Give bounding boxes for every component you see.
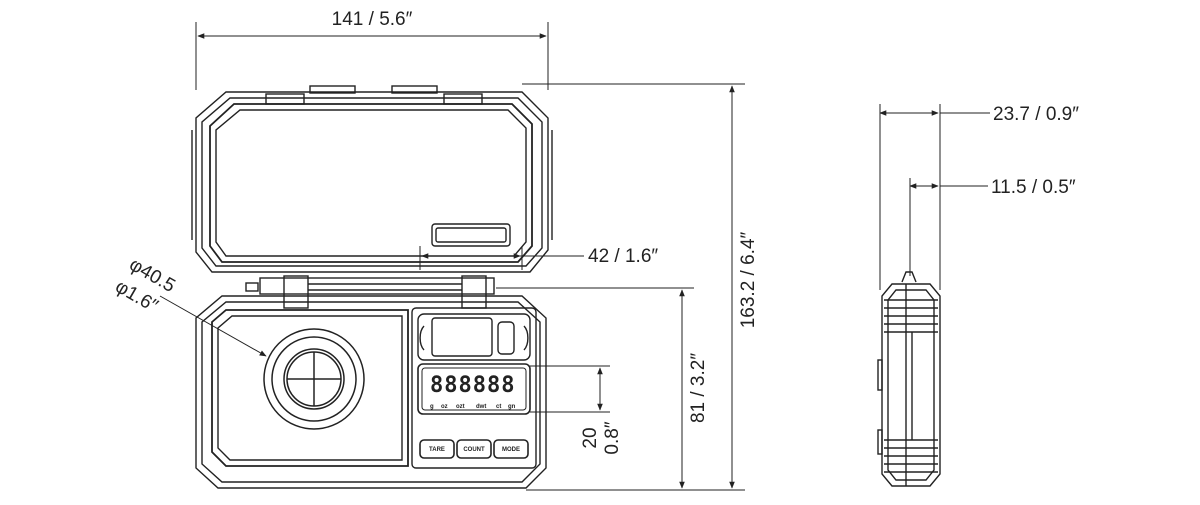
hinge [245, 275, 495, 309]
width-label: 141 / 5.6″ [332, 9, 413, 30]
unit-oz: oz [441, 404, 448, 410]
button-mode[interactable]: MODE [493, 439, 529, 459]
side-view [877, 271, 941, 487]
button-count-label: COUNT [463, 447, 485, 453]
display-height-mm-label: 20 [580, 427, 601, 448]
button-tare-label: TARE [429, 447, 445, 453]
lcd-display: 888888 g oz ozt dwt ct gn [417, 363, 531, 415]
unit-dwt: dwt [476, 404, 486, 410]
lcd-digits: 888888 [430, 373, 515, 398]
button-count[interactable]: COUNT [456, 439, 492, 459]
display-width-label: 42 / 1.6″ [588, 246, 658, 267]
unit-ct: ct [496, 404, 501, 410]
base-height-label: 81 / 3.2″ [688, 353, 709, 423]
weighing-platform [263, 328, 365, 430]
button-mode-label: MODE [502, 447, 520, 453]
depth-label: 23.7 / 0.9″ [993, 104, 1079, 125]
depth-inner-label: 11.5 / 0.5″ [991, 177, 1076, 198]
lid [191, 85, 553, 273]
height-label: 163.2 / 6.4″ [738, 231, 759, 328]
button-tare[interactable]: TARE [419, 439, 455, 459]
platform-diameter-leader [159, 295, 267, 357]
battery-compartment [417, 313, 531, 361]
unit-gn: gn [508, 404, 516, 410]
unit-g: g [430, 404, 434, 410]
display-height-in-label: 0.8″ [602, 421, 623, 454]
unit-ozt: ozt [456, 404, 465, 410]
base [195, 295, 547, 489]
